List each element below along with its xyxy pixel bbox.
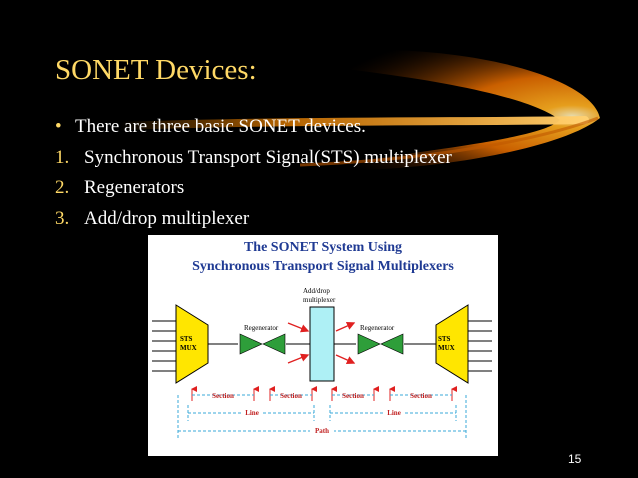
list-item-number: 1. [55, 146, 70, 168]
list-item: 1. Synchronous Transport Signal(STS) mul… [55, 143, 452, 174]
add-drop-label-line2: multiplexer [303, 296, 336, 304]
sts-mux-right-label-line1: STS [438, 335, 451, 343]
bullet-marker: • [55, 116, 62, 137]
diagram-title-line2: Synchronous Transport Signal Multiplexer… [192, 259, 454, 274]
regenerator-right [357, 333, 381, 355]
section-label: Section [342, 392, 364, 400]
sts-mux-left-label-line1: STS [180, 335, 193, 343]
slide-body: • There are three basic SONET devices. 1… [55, 112, 452, 234]
section-label: Section [280, 392, 302, 400]
section-label: Section [212, 392, 234, 400]
left-input-lines [152, 320, 176, 372]
sonet-diagram: The SONET System Using Synchronous Trans… [148, 235, 498, 456]
line-label: Line [245, 409, 259, 417]
path-span [177, 395, 467, 439]
line-label-bg [241, 407, 263, 417]
path-label-bg [310, 425, 334, 435]
sonet-diagram-svg: The SONET System Using Synchronous Trans… [152, 240, 492, 439]
path-label: Path [315, 427, 329, 435]
list-item-text: Regenerators [84, 177, 185, 198]
regenerator-left-half [262, 333, 286, 355]
line-label-bg [383, 407, 405, 417]
list-item-number: 3. [55, 207, 70, 229]
list-item-text: Synchronous Transport Signal(STS) multip… [84, 146, 452, 168]
add-drop-arrows [287, 322, 356, 364]
bullet-intro: • There are three basic SONET devices. [55, 112, 452, 143]
line-label: Line [387, 409, 401, 417]
sts-mux-left-label-line2: MUX [180, 344, 197, 352]
regenerator-left [239, 333, 263, 355]
regenerator-right-half [380, 333, 404, 355]
list-item-number: 2. [55, 177, 70, 198]
list-item-text: Add/drop multiplexer [84, 207, 250, 229]
list-item: 2. Regenerators [55, 173, 452, 204]
add-drop-label-line1: Add/drop [303, 287, 330, 295]
page-number: 15 [568, 452, 582, 466]
regenerator-left-label: Regenerator [244, 324, 279, 332]
section-label: Section [410, 392, 432, 400]
sts-mux-right-label-line2: MUX [438, 344, 455, 352]
slide-title: SONET Devices: [55, 54, 257, 86]
sts-mux-left [175, 304, 209, 384]
sts-mux-right [435, 304, 469, 384]
line-spans [187, 405, 457, 421]
bullet-intro-text: There are three basic SONET devices. [75, 116, 366, 137]
regenerator-right-label: Regenerator [360, 324, 395, 332]
right-output-lines [468, 320, 492, 372]
list-item: 3. Add/drop multiplexer [55, 204, 452, 235]
add-drop-multiplexer [309, 306, 335, 382]
diagram-title-line1: The SONET System Using [244, 240, 402, 255]
